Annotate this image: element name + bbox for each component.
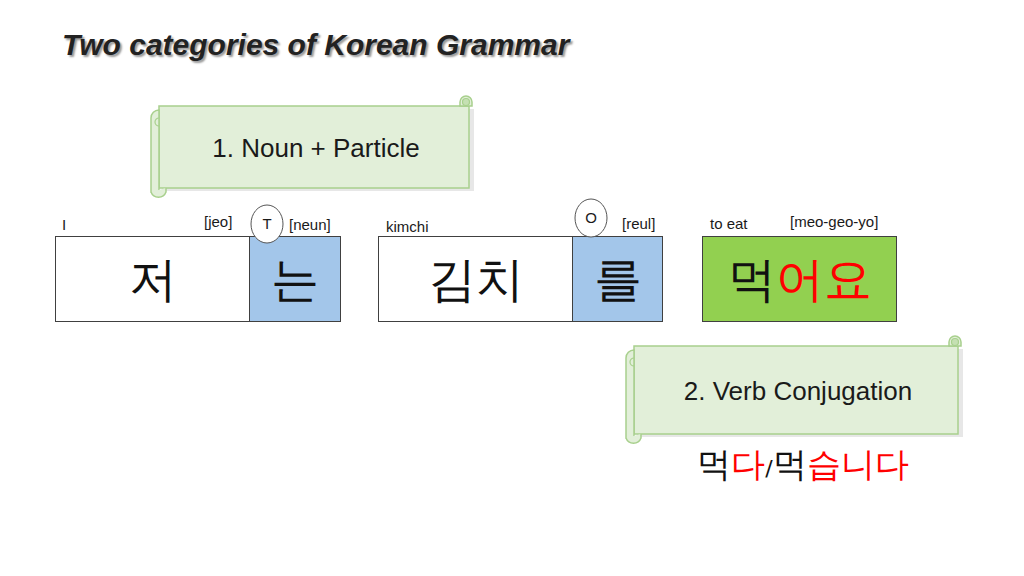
circle-shape (575, 199, 607, 237)
node-text: O (585, 210, 597, 227)
text-holder: T (250, 204, 284, 244)
noun-box: 김치 (378, 236, 573, 322)
verb-ending: 다 (731, 446, 765, 483)
scroll-roll (626, 434, 641, 443)
scroll-roll (626, 350, 634, 439)
scroll-curl (949, 336, 961, 346)
text-holder: 2. Verb Conjugation (625, 336, 965, 446)
label-holder: [jeo] (204, 213, 232, 231)
node-text: 어요 (776, 253, 872, 306)
separator: / (765, 457, 772, 481)
romanization-label: [neun] (289, 216, 331, 233)
gloss-label: I (62, 216, 66, 233)
romanization-label: [reul] (622, 215, 655, 232)
romanization-label: [meo-geo-yo] (790, 213, 878, 230)
verb-stem: 먹 (773, 446, 807, 483)
scroll-roll (155, 118, 159, 126)
verb-box: 먹어요 (702, 236, 897, 322)
node-text: 는 (271, 253, 319, 306)
label-holder: [reul] (622, 215, 655, 233)
scroll-curl (460, 96, 472, 106)
circle-shape (251, 205, 283, 243)
text-holder: 는 (250, 237, 340, 321)
scroll-roll (630, 358, 634, 366)
particle-box: 는 (249, 236, 341, 322)
node-text: 저 (129, 253, 177, 306)
scroll-roll (151, 188, 166, 197)
node-text: 김치 (428, 253, 524, 306)
scroll-body (159, 106, 469, 188)
verb-ending: 습니다 (807, 446, 909, 483)
scroll-curl (952, 339, 959, 346)
text-holder: 저 (56, 237, 249, 321)
text-holder: 1. Noun + Particle (150, 96, 476, 200)
node-text: 를 (594, 253, 642, 306)
node-text: 2. Verb Conjugation (684, 377, 912, 406)
object-marker-circle: O (574, 198, 608, 238)
gloss-label: kimchi (386, 218, 429, 235)
particle-box: 를 (572, 236, 663, 322)
node-text: 먹 (728, 253, 776, 306)
text-holder: O (574, 198, 608, 238)
scroll-banner: 1. Noun + Particle (150, 96, 476, 200)
scroll-body (634, 346, 958, 434)
label-holder: to eat (710, 215, 748, 233)
conjugation-row: 먹다/먹습니다 (697, 446, 908, 483)
node-text: 1. Noun + Particle (212, 134, 419, 163)
label-holder: [neun] (289, 216, 331, 234)
label-holder: [meo-geo-yo] (790, 213, 878, 231)
text-holder: 먹어요 (703, 237, 896, 321)
romanization-label: [jeo] (204, 213, 232, 230)
text-holder: 를 (573, 237, 662, 321)
node-text: T (262, 216, 271, 233)
title: Two categories of Korean Grammar (62, 28, 569, 62)
label-holder: kimchi (386, 218, 429, 236)
scroll-banner: 2. Verb Conjugation (625, 336, 965, 446)
text-holder: 김치 (379, 237, 572, 321)
topic-marker-circle: T (250, 204, 284, 244)
scroll-curl (463, 99, 470, 106)
verb-stem: 먹 (697, 446, 731, 483)
noun-box: 저 (55, 236, 250, 322)
gloss-label: to eat (710, 215, 748, 232)
label-holder: I (62, 216, 66, 234)
scroll-roll (151, 110, 159, 193)
